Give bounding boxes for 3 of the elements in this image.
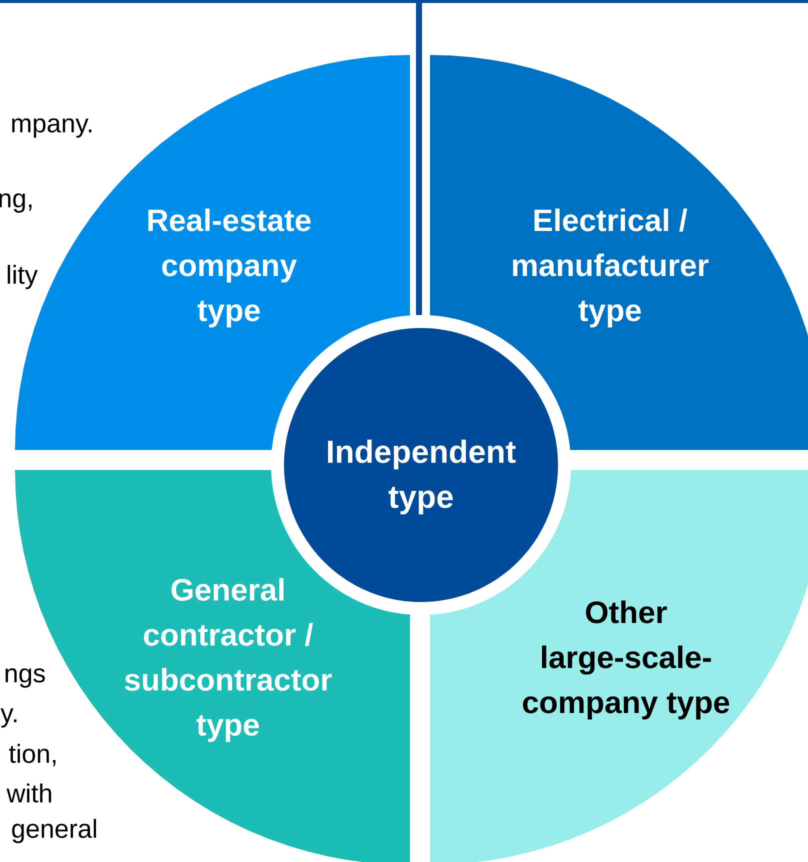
text-fragment: general bbox=[12, 818, 96, 844]
text-fragment: mpany. bbox=[12, 118, 92, 138]
text-fragment: y. bbox=[0, 708, 16, 728]
